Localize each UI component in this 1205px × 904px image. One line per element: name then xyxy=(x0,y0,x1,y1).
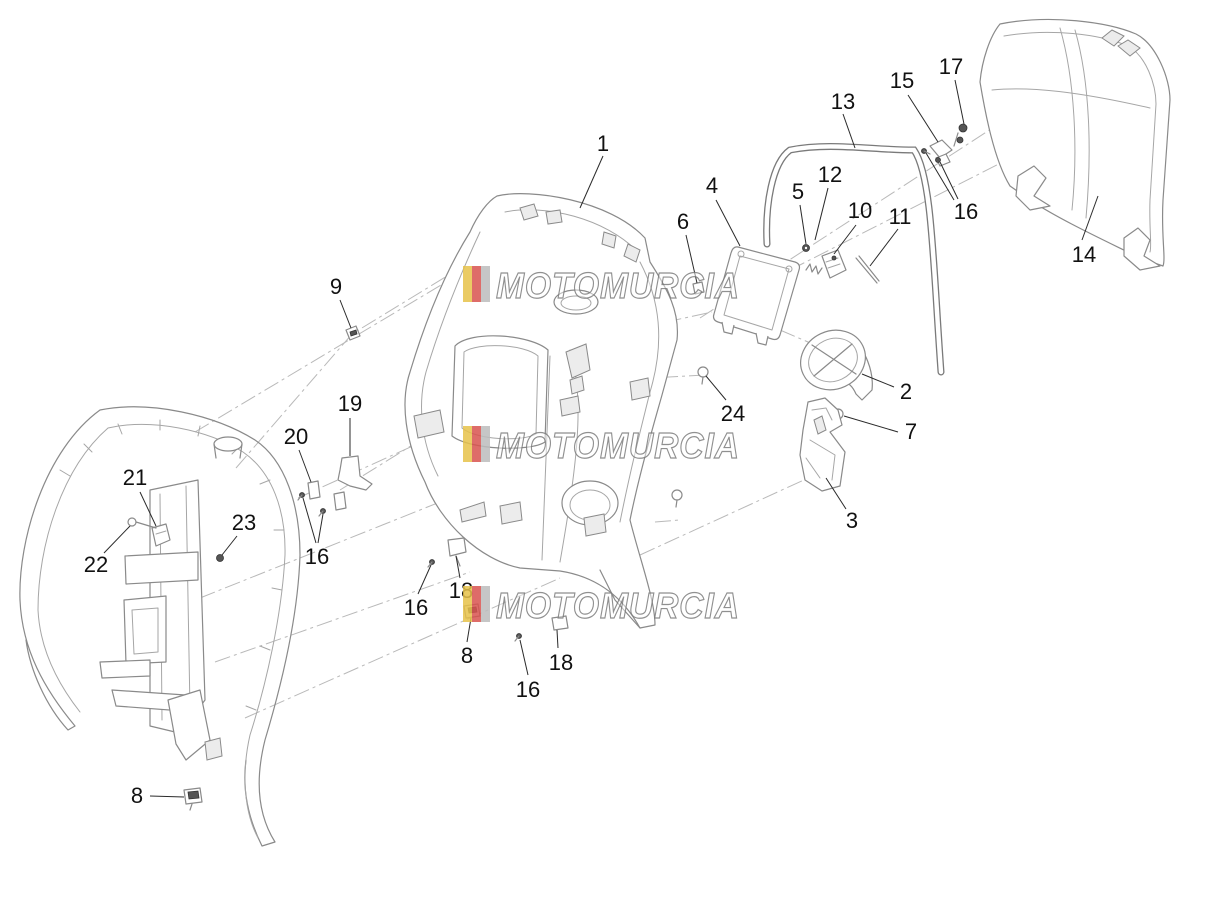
callout-6: 6 xyxy=(677,209,689,234)
watermark-flag-icon xyxy=(463,266,472,302)
part-19-bracket xyxy=(333,455,373,511)
callout-16-middle: 16 xyxy=(404,595,428,620)
part-24-screws xyxy=(671,366,709,508)
part-20-clip xyxy=(307,480,321,500)
part-5-nut xyxy=(802,244,810,252)
callout-15: 15 xyxy=(890,68,914,93)
part-22-screw xyxy=(127,517,157,529)
callout-14: 14 xyxy=(1072,242,1096,267)
part-9-clip xyxy=(345,325,361,341)
watermark-flag-icon xyxy=(463,586,472,622)
callout-3: 3 xyxy=(846,508,858,533)
watermark-text: MOTOMURCIA xyxy=(496,265,740,306)
callout-24: 24 xyxy=(721,401,745,426)
callout-9: 9 xyxy=(330,274,342,299)
callout-4: 4 xyxy=(706,173,718,198)
part-6-rubber-pad xyxy=(692,281,705,295)
watermark-middle: MOTOMURCIA xyxy=(463,424,740,467)
part-10-latch xyxy=(821,249,847,279)
callout-12: 12 xyxy=(818,162,842,187)
watermark-top: MOTOMURCIA xyxy=(463,264,740,307)
callout-20: 20 xyxy=(284,424,308,449)
callout-16-hinge: 16 xyxy=(954,199,978,224)
callout-13: 13 xyxy=(831,89,855,114)
callouts: 1 2 3 4 5 6 7 8 8 9 10 11 12 13 14 15 16… xyxy=(84,54,1096,808)
callout-1: 1 xyxy=(597,131,609,156)
callout-8-bottom: 8 xyxy=(131,783,143,808)
part-21-clip xyxy=(151,523,171,547)
part-1-glovebox-back-shield xyxy=(404,193,679,629)
callout-5: 5 xyxy=(792,179,804,204)
callout-17: 17 xyxy=(939,54,963,79)
part-15-hinge-bracket xyxy=(929,139,953,167)
callout-8-middle: 8 xyxy=(461,643,473,668)
callout-23: 23 xyxy=(232,510,256,535)
callout-22: 22 xyxy=(84,552,108,577)
part-16-screws-left xyxy=(297,492,522,642)
part-4-cover-plate xyxy=(712,246,801,346)
callout-16-left: 16 xyxy=(305,544,329,569)
part-23-nut xyxy=(216,554,224,562)
part-14-glovebox-door xyxy=(979,18,1171,271)
part-12-spring xyxy=(805,263,823,275)
callout-16-bottom: 16 xyxy=(516,677,540,702)
watermark-text: MOTOMURCIA xyxy=(496,585,740,626)
part-18-clips xyxy=(447,537,569,631)
part-13-rubber-seal xyxy=(763,142,945,376)
callout-18-bottom: 18 xyxy=(549,650,573,675)
callout-2: 2 xyxy=(900,379,912,404)
watermark-bottom: MOTOMURCIA xyxy=(463,584,740,627)
part-2-cup-holder xyxy=(800,329,873,401)
watermark-flag-icon xyxy=(463,426,472,462)
part-3-bracket xyxy=(799,397,846,492)
watermark-text: MOTOMURCIA xyxy=(496,425,740,466)
part-16-screws-hinge xyxy=(921,148,941,163)
callout-11: 11 xyxy=(889,204,912,229)
part-11-pin xyxy=(855,255,880,284)
leader-lines xyxy=(103,79,1099,798)
callout-10: 10 xyxy=(848,198,872,223)
callout-19: 19 xyxy=(338,391,362,416)
part-17-hinge-screw xyxy=(953,123,968,147)
callout-7: 7 xyxy=(905,419,917,444)
callout-21: 21 xyxy=(123,465,147,490)
part-8-clip-bottom xyxy=(183,787,203,811)
